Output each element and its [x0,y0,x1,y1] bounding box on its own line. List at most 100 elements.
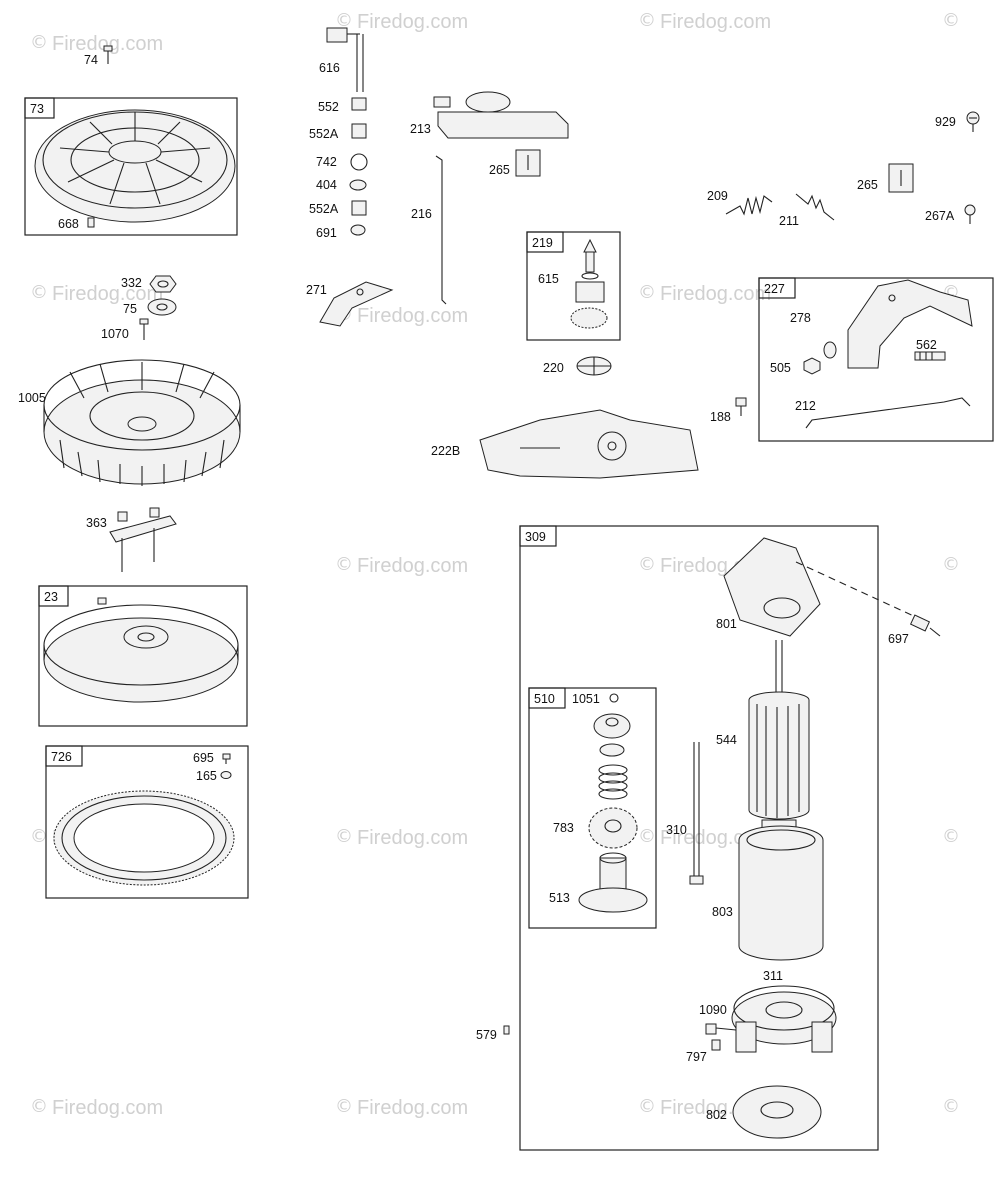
bushing-552A-lower-part [351,200,367,216]
group-label-23: 23 [44,590,58,604]
part-label-615: 615 [538,272,559,286]
group-tag-219 [526,231,564,253]
watermark-text: Firedog.com [52,283,163,305]
part-label-562: 562 [916,338,937,352]
end-cap-311-part [731,985,837,1053]
watermark-text: Firedog.com [357,827,468,849]
spring-211-part [795,193,835,221]
terminal-797-part [711,1039,721,1051]
watermark-text: Firedog.com [357,1097,468,1119]
watermark-text: Firedog.com [357,555,468,577]
part-label-1005: 1005 [18,391,46,405]
watermark-symbol: © [638,1096,656,1117]
nut-332-part [149,275,177,293]
clip-265-right-part [888,163,914,193]
part-label-695: 695 [193,751,214,765]
part-label-216: 216 [411,207,432,221]
bracket-222B-part [479,409,699,479]
part-label-552A: 552A [309,127,339,141]
watermark-text: Firedog.com [52,1097,163,1119]
part-label-616: 616 [319,61,340,75]
group-label-73: 73 [30,102,44,116]
part-label-265: 265 [489,163,510,177]
watermark-symbol: © [30,826,48,847]
part-label-505: 505 [770,361,791,375]
part-labels: 74 668 332 75 1070 1005 363 695 165 616 … [18,53,956,1122]
bracket-801-part [723,537,821,637]
part-label-552: 552 [318,100,339,114]
watermark-symbol: © [30,282,48,303]
part-label-803: 803 [712,905,733,919]
group-label-219: 219 [532,236,553,250]
group-box-219 [526,231,621,341]
part-label-691: 691 [316,226,337,240]
part-label-188: 188 [710,410,731,424]
part-label-697: 697 [888,632,909,646]
group-tag-510 [528,687,566,709]
clip-742-part [350,153,368,171]
part-label-211: 211 [779,214,799,228]
watermark-symbol: © [335,554,353,575]
part-label-220: 220 [543,361,564,375]
part-label-801: 801 [716,617,737,631]
link-216-part [435,155,447,305]
pin-668-part [87,217,95,228]
part-label-311: 311 [763,969,783,983]
gear-219-part [570,281,608,329]
ring-1051-part [609,693,619,703]
part-label-332: 332 [121,276,142,290]
frame-803-part [738,825,824,961]
watermark-symbol: © [942,1096,960,1117]
washer-278-part [823,341,837,359]
group-label-726: 726 [51,750,72,764]
cap-510-part [593,713,631,739]
watermark-symbol: © [335,826,353,847]
group-tag-227 [758,277,796,299]
washer-75-part [147,298,177,316]
bracket-363-part [109,507,177,572]
watermark-text: Firedog.com [660,11,771,33]
part-label-742: 742 [316,155,337,169]
pinion-783-part [588,807,638,849]
screw-695-part [222,753,231,764]
nut-165-part [220,771,232,779]
control-plate-227-part [847,279,973,369]
part-label-265-right: 265 [857,178,878,192]
group-boxes: 73 219 227 23 726 309 510 [24,97,994,1151]
part-label-929: 929 [935,115,956,129]
watermark-symbol: © [638,10,656,31]
part-label-668: 668 [58,217,79,231]
group-label-309: 309 [525,530,546,544]
part-label-797: 797 [686,1050,707,1064]
group-box-726 [45,745,249,899]
pin-615-part [581,238,599,280]
group-tag-23 [38,585,69,607]
part-label-579: 579 [476,1028,497,1042]
part-label-271: 271 [306,283,327,297]
drive-513-part [578,852,648,913]
watermark-symbol: © [30,32,48,53]
flywheel-23-part [43,597,239,703]
part-label-1051: 1051 [572,692,600,706]
bracket-213-part [433,91,569,139]
part-label-74: 74 [84,53,98,67]
group-box-510 [528,687,657,929]
watermark-symbol: © [942,10,960,31]
part-label-404: 404 [316,178,337,192]
part-label-267A: 267A [925,209,955,223]
part-label-222B: 222B [431,444,460,458]
watermark-symbol: © [942,826,960,847]
part-label-552A-lower: 552A [309,202,339,216]
watermark-text: Firedog.com [357,305,468,327]
washer-404-part [349,179,367,191]
part-label-310: 310 [666,823,687,837]
group-label-227: 227 [764,282,785,296]
bushing-552A-part [351,123,367,139]
group-box-23 [38,585,248,727]
group-tag-309 [519,525,557,547]
bushing-552-part [351,97,367,111]
group-box-73 [24,97,238,236]
group-tag-726 [45,745,83,767]
watermark-symbol: © [638,826,656,847]
armature-544-part [748,640,810,843]
